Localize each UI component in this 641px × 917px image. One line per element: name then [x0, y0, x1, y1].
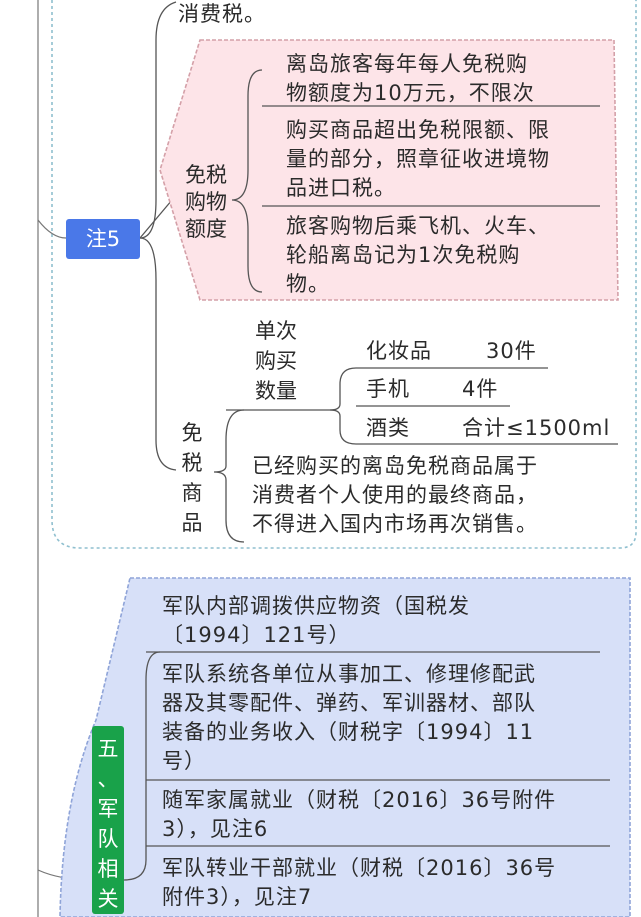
- note5-dashed-region: [51, 0, 637, 549]
- military-bracket: [123, 651, 161, 881]
- quantity-bracket: [329, 367, 357, 445]
- military-item-1: 军队内部调拨供应物资（国税发 〔1994〕121号）: [162, 594, 470, 647]
- military-item-3: 随军家属就业（财税〔2016〕36号附件 3），见注6: [162, 788, 557, 841]
- goods-label: 免 税 商 品: [181, 421, 203, 535]
- quantity-label: 单次 购买 数量: [255, 319, 297, 403]
- quota-label: 免税 购物 额度: [185, 163, 227, 241]
- military-box: [59, 577, 631, 917]
- quantity-name-3: 酒类: [366, 416, 410, 440]
- quantity-name-2: 手机: [366, 377, 410, 401]
- goods-final-note: 已经购买的离岛免税商品属于 消费者个人使用的最终商品， 不得进入国内市场再次销售…: [252, 454, 538, 536]
- quota-item-1: 离岛旅客每年每人免税购 物额度为10万元，不限次: [286, 52, 535, 105]
- note5-branch-top: [139, 1, 177, 239]
- quota-item-3: 旅客购物后乘飞机、火车、 轮船离岛记为1次免税购 物。: [286, 214, 550, 296]
- quantity-value-2: 4件: [462, 377, 499, 401]
- note5-branch-goods: [139, 237, 177, 471]
- quantity-value-3: 合计≤1500ml: [462, 416, 611, 440]
- military-tag: 五 、 军 队 相 关: [92, 726, 124, 914]
- military-item-4: 军队转业干部就业（财税〔2016〕36号 附件3），见注7: [162, 856, 557, 909]
- quota-bracket: [231, 69, 263, 293]
- quantity-name-1: 化妆品: [366, 339, 432, 363]
- goods-bracket: [213, 409, 245, 543]
- quota-box: [159, 39, 619, 301]
- top-fragment-text: 消费税。: [178, 2, 266, 26]
- note5-tag: 注5: [66, 219, 140, 259]
- quantity-value-1: 30件: [486, 339, 537, 363]
- quota-item-2: 购买商品超出免税限额、限 量的部分，照章征收进境物 品进口税。: [286, 118, 550, 200]
- military-item-2: 军队系统各单位从事加工、修理修配武 器及其零配件、弹药、军训器材、部队 装备的业…: [162, 662, 536, 773]
- note5-branch-quota: [139, 199, 173, 239]
- trunk-branch-note5: [37, 219, 67, 239]
